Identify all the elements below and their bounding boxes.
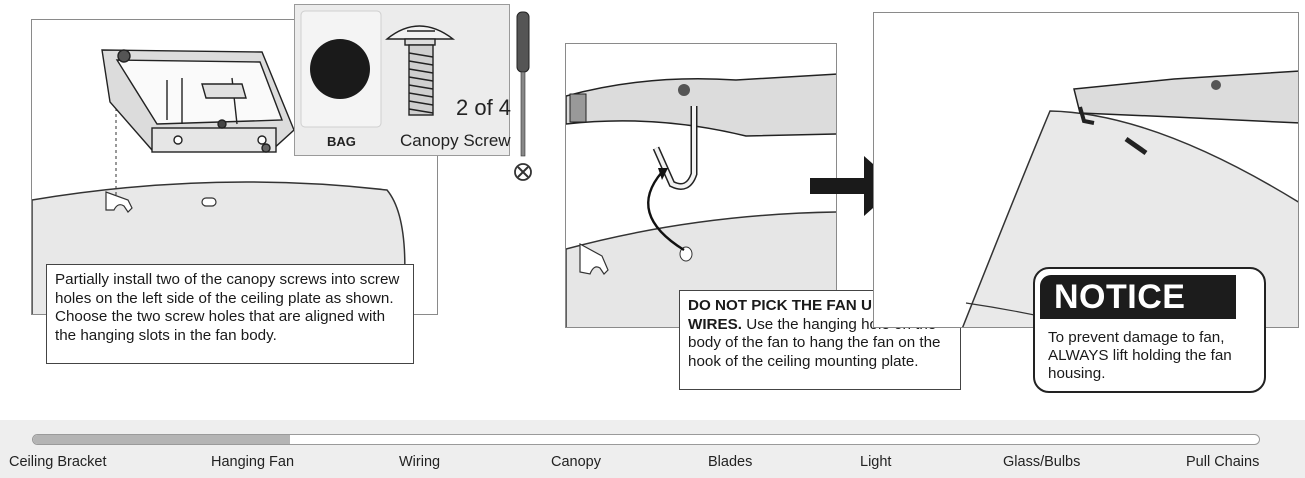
progress-fill: [33, 435, 291, 444]
step1-instruction: Partially install two of the canopy scre…: [46, 264, 414, 364]
canopy-screw-icon: [385, 25, 456, 116]
step2-warning: DO NOT PICK THE FAN UP BY THE WIRES. Use…: [679, 290, 961, 390]
step-label-ceiling-bracket[interactable]: Ceiling Bracket: [9, 454, 107, 470]
parts-art: [300, 10, 456, 128]
step-label-light[interactable]: Light: [860, 454, 892, 470]
step2-illustration-panel: [565, 43, 837, 328]
step-label-blades[interactable]: Blades: [708, 454, 753, 470]
step-label-glass-bulbs[interactable]: Glass/Bulbs: [1003, 454, 1081, 470]
progress-area: Ceiling Bracket Hanging Fan Wiring Canop…: [0, 420, 1305, 478]
screw-quantity: 2 of 4: [456, 95, 512, 120]
notice-text: To prevent damage to fan, ALWAYS lift ho…: [1048, 329, 1232, 383]
step-label-hanging-fan[interactable]: Hanging Fan: [211, 454, 295, 470]
progress-track: [32, 434, 1260, 445]
bag-icon: [310, 39, 370, 99]
bag-label: BAG: [327, 134, 356, 149]
notice-box: NOTICE To prevent damage to fan, ALWAYS …: [1033, 267, 1266, 393]
parts-box: BAG Canopy Screw 2 of 4: [294, 4, 512, 156]
hook-illustration: [566, 73, 836, 327]
warning-text: Use the hanging hole on the body of the …: [688, 315, 941, 370]
screwdriver-icon: [514, 11, 532, 181]
step-label-wiring[interactable]: Wiring: [399, 454, 441, 470]
step-label-pull-chains[interactable]: Pull Chains: [1186, 454, 1260, 470]
screw-label: Canopy Screw: [400, 131, 511, 150]
notice-title: NOTICE: [1040, 275, 1236, 319]
step-label-canopy[interactable]: Canopy: [551, 454, 601, 470]
